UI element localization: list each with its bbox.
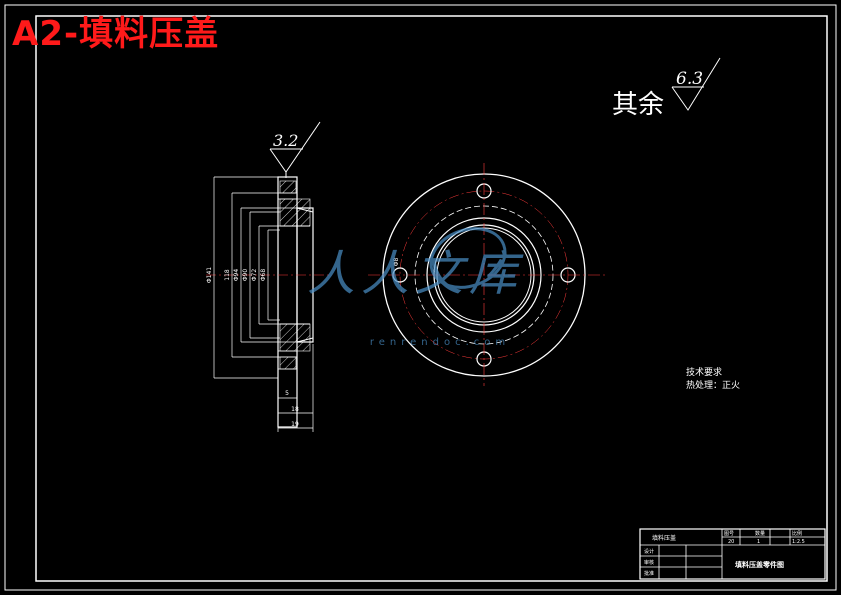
dim-19: 19 <box>291 421 299 428</box>
dim-118: 118 <box>224 269 231 281</box>
tb-row2: 审核 <box>644 559 654 566</box>
tb-qty: 1 <box>757 539 760 545</box>
section-view: Φ141 118 Φ94 Φ90 Φ72 Φ68 5 18 19 <box>206 176 330 432</box>
tb-mark: 20 <box>728 539 734 545</box>
general-roughness-symbol: 其余 6.3 <box>612 57 721 120</box>
section-roughness-value: 3.2 <box>273 131 298 150</box>
inner-frame <box>35 15 828 582</box>
dim-90: Φ90 <box>242 269 249 282</box>
tb-col1: 图号 <box>724 531 734 537</box>
dim-18: 18 <box>291 406 299 413</box>
general-roughness-label: 其余 <box>612 90 664 120</box>
tb-row3: 批准 <box>644 570 654 577</box>
dim-5: 5 <box>285 390 289 397</box>
dim-outer-dia: Φ141 <box>206 267 213 283</box>
tb-part-name: 填料压盖零件图 <box>735 560 784 569</box>
watermark: 人人文库 renrendoc.com <box>307 227 524 348</box>
dim-94: Φ94 <box>233 269 240 282</box>
tb-name: 填料压盖 <box>652 534 676 542</box>
outer-frame <box>4 4 837 591</box>
title-block <box>639 528 826 580</box>
notes-heading: 技术要求 <box>686 366 722 378</box>
sheet-title: A2-填料压盖 <box>12 14 220 54</box>
watermark-text: 人人文库 <box>307 246 524 302</box>
tb-row1: 设计 <box>644 548 654 555</box>
watermark-url: renrendoc.com <box>370 337 510 348</box>
dim-72: Φ72 <box>251 269 258 282</box>
tb-col3: 比例 <box>792 530 802 537</box>
general-roughness-value: 6.3 <box>676 69 703 89</box>
tb-col2: 数量 <box>755 530 765 537</box>
dim-68: Φ68 <box>260 269 267 282</box>
notes-line1: 热处理：正火 <box>686 379 740 391</box>
title-block-text: 填料压盖 图号 数量 比例 20 1 1:2.5 设计 审核 批准 填料压盖零件… <box>644 530 805 577</box>
dim-hole: Φ8 <box>393 258 400 267</box>
tb-ratio: 1:2.5 <box>792 539 805 545</box>
section-roughness-symbol: 3.2 <box>269 121 321 178</box>
